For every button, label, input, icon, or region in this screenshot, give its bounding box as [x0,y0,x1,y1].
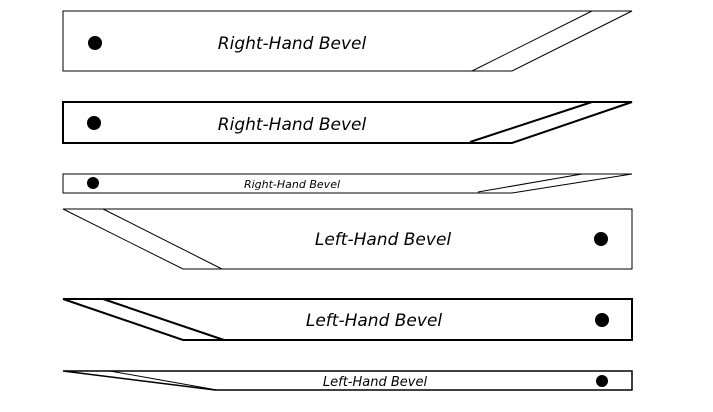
mounting-hole-dot [596,375,608,387]
blade-left-bevel-2: Left-Hand Bevel [62,298,633,341]
bevel-edge-line [102,208,223,270]
mounting-hole-dot [594,232,608,246]
blade-label: Right-Hand Bevel [218,115,367,135]
mounting-hole-dot [87,116,101,130]
blade-outline [62,370,633,391]
mounting-hole-dot [595,313,609,327]
blade-outline [62,208,633,270]
blade-outline [62,10,633,72]
bevel-edge-line [471,10,593,72]
blade-label: Left-Hand Bevel [323,375,428,390]
blade-left-bevel-3: Left-Hand Bevel [62,370,633,391]
blade-label: Left-Hand Bevel [315,230,452,250]
mounting-hole-dot [87,177,99,189]
blade-right-bevel-1: Right-Hand Bevel [62,10,633,72]
mounting-hole-dot [88,36,102,50]
blade-outline [62,101,633,144]
bevel-edge-line [469,101,593,143]
bevel-edge-line [109,370,218,391]
blade-label: Left-Hand Bevel [306,311,443,331]
blade-outline [62,298,633,341]
blade-right-bevel-3: Right-Hand Bevel [62,173,633,194]
blade-right-bevel-2: Right-Hand Bevel [62,101,633,144]
bevel-edge-line [477,173,583,193]
blade-label: Right-Hand Bevel [218,34,367,54]
blade-left-bevel-1: Left-Hand Bevel [62,208,633,270]
blade-outline [62,173,633,194]
blade-label: Right-Hand Bevel [244,178,340,191]
bevel-edge-line [102,298,225,341]
